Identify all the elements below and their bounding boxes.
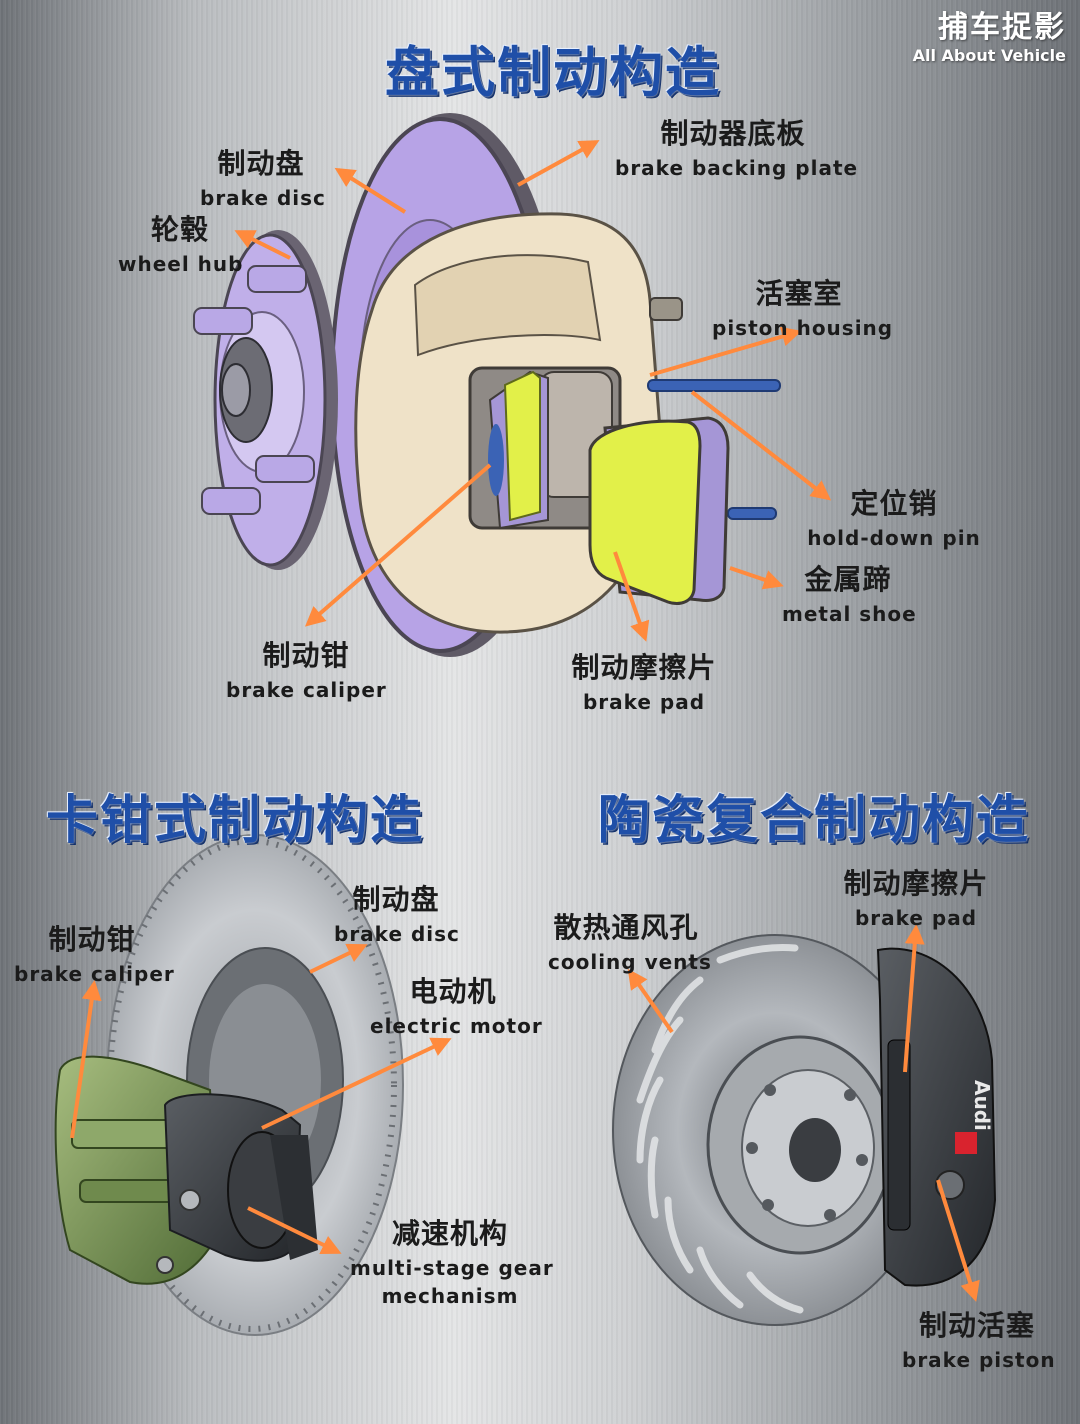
caliper-section-arrows (70, 943, 452, 1254)
label-caliper-section-caliper: 制动钳 brake caliper (14, 923, 175, 986)
disc-brake-title: 盘式制动构造 (385, 41, 721, 104)
audi-red-badge (955, 1132, 977, 1154)
label-brake-caliper: 制动钳 brake caliper (226, 639, 387, 702)
label-brake-disc: 制动盘 brake disc (200, 147, 326, 210)
brake-pad-ceramic-shape (887, 1039, 911, 1231)
ceramic-brake-illustration: Audi (612, 934, 997, 1326)
label-metal-shoe: 金属蹄 metal shoe (782, 563, 917, 626)
label-gear-mechanism: 减速机构 multi-stage gear mechanism (350, 1217, 554, 1308)
brand-name-en: All About Vehicle (912, 46, 1066, 65)
label-caliper-section-disc: 制动盘 brake disc (334, 883, 460, 946)
label-cooling-vents: 散热通风孔 cooling vents (548, 911, 712, 974)
hold-down-pin-shape (647, 379, 781, 392)
caliper-brake-title: 卡钳式制动构造 (46, 791, 425, 851)
label-wheel-hub: 轮毂 wheel hub (118, 213, 244, 276)
brand-watermark: 捕车捉影 All About Vehicle (913, 2, 1066, 65)
disc-section-arrows (234, 140, 832, 642)
brake-pad-shape (588, 419, 702, 605)
label-backing-plate: 制动器底板 brake backing plate (615, 117, 859, 180)
label-brake-pad: 制动摩擦片 brake pad (571, 651, 717, 714)
audi-badge-text: Audi (970, 1080, 994, 1131)
label-ceramic-brake-pad: 制动摩擦片 brake pad (843, 867, 989, 930)
label-brake-piston: 制动活塞 brake piston (902, 1309, 1056, 1372)
brand-name-zh: 捕车捉影 (938, 10, 1066, 45)
ceramic-brake-title: 陶瓷复合制动构造 (598, 791, 1031, 851)
ceramic-section-arrows (627, 924, 980, 1302)
label-electric-motor: 电动机 electric motor (370, 975, 543, 1038)
label-hold-down-pin: 定位销 hold-down pin (807, 487, 981, 550)
disc-brake-illustration (193, 113, 781, 657)
label-piston-housing: 活塞室 piston housing (712, 277, 894, 340)
caliper-brake-illustration (54, 834, 404, 1336)
